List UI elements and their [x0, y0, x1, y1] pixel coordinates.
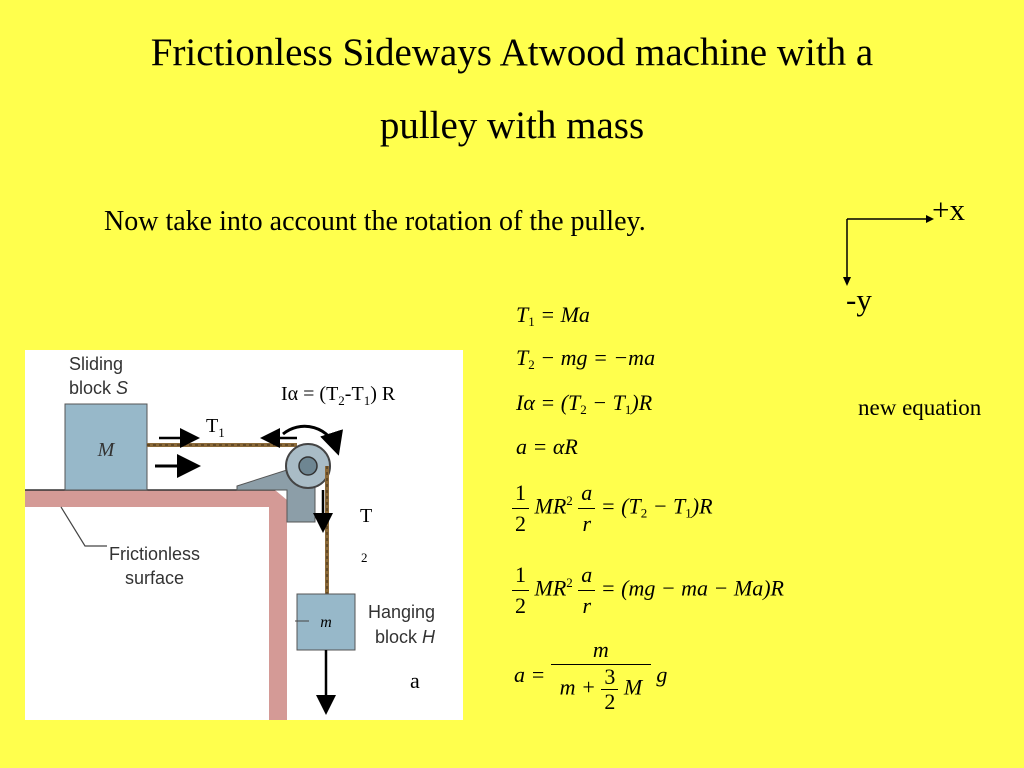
- subtitle: Now take into account the rotation of th…: [104, 206, 646, 237]
- axis-y-label: -y: [846, 282, 872, 317]
- frictionless-label-line1: Frictionless: [109, 544, 200, 564]
- equation-4: a = αR: [516, 434, 578, 459]
- t1-label: T1: [206, 415, 225, 440]
- axis-x-label: +x: [932, 192, 965, 227]
- equation-3: Iα = (T2 − T1)R: [516, 390, 653, 417]
- sliding-label-line1: Sliding: [69, 354, 123, 374]
- hanging-block: [296, 593, 356, 651]
- t2-subscript: 2: [361, 550, 368, 565]
- equation-2: T2 − mg = −ma: [516, 345, 656, 372]
- slide-title-line-2: pulley with mass: [379, 104, 645, 147]
- new-equation-note: new equation: [858, 395, 982, 420]
- t2-label: T: [360, 505, 372, 527]
- hanging-label-line1: Hanging: [368, 602, 435, 622]
- torque-equation: Iα = (T2-T1) R: [281, 383, 396, 408]
- equation-1: T1 = Ma: [516, 302, 590, 329]
- acceleration-label: a: [410, 668, 420, 693]
- table-front: [25, 507, 269, 720]
- atwood-diagram: M m Sliding block S Frictionless: [25, 354, 436, 720]
- axes-diagram: [843, 215, 934, 286]
- frictionless-label-line2: surface: [125, 568, 184, 588]
- sliding-label-line2: block S: [69, 378, 128, 398]
- atwood-machine-figure: M m Sliding block S Frictionless: [25, 350, 463, 720]
- hanging-label-line2: block H: [375, 627, 436, 647]
- block-m-label: m: [320, 614, 332, 631]
- block-M-label: M: [97, 439, 116, 461]
- slide-title-line-1: Frictionless Sideways Atwood machine wit…: [150, 31, 874, 74]
